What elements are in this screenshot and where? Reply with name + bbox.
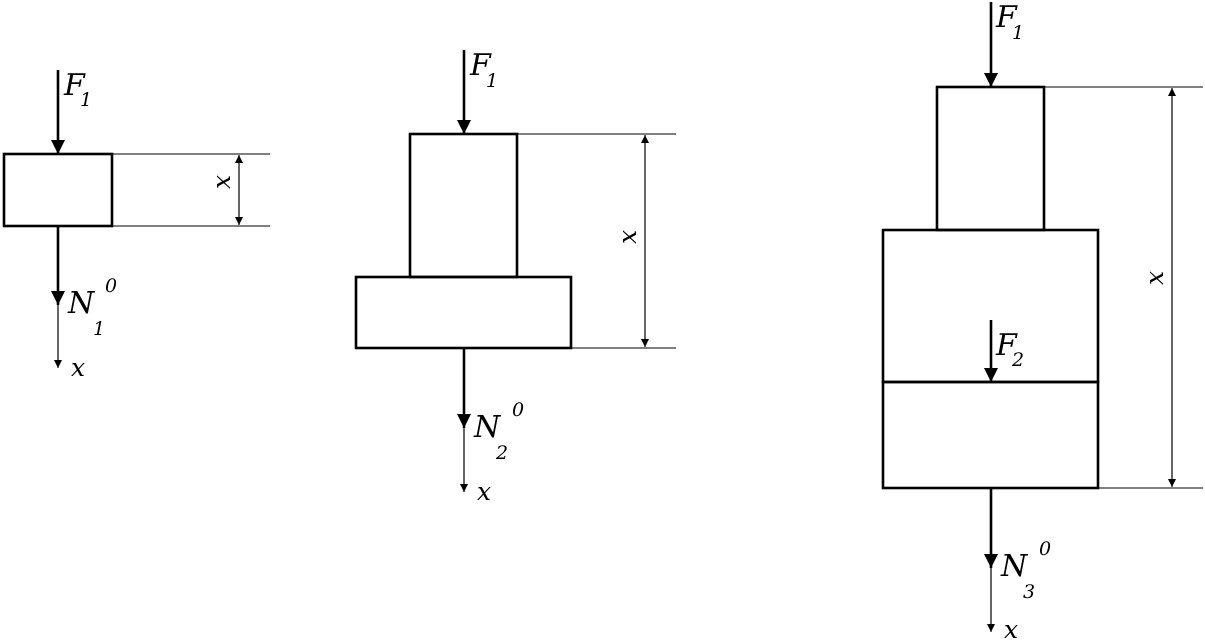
- dimension-x-label: x: [613, 230, 642, 244]
- axial-force-superscript: 0: [1039, 538, 1051, 560]
- axial-force-label: N: [67, 286, 96, 321]
- dimension-x-label: x: [1140, 271, 1169, 285]
- force-f1-subscript: 1: [80, 89, 92, 111]
- diagram-3: F 1 F 2 x N 0 3 x: [881, 0, 1203, 644]
- axis-x-label: x: [1004, 615, 1018, 644]
- force-f1-label: F: [63, 68, 86, 103]
- diagram-1: F 1 x N 0 1 x: [2, 68, 270, 382]
- axial-force-subscript: 3: [1023, 581, 1035, 603]
- force-f1-label: F: [469, 48, 492, 83]
- dimension-x-label: x: [207, 175, 236, 189]
- axial-force-subscript: 2: [495, 442, 508, 464]
- force-f2-subscript: 2: [1011, 349, 1024, 371]
- upper-block: [408, 132, 519, 279]
- force-f2-label: F: [995, 328, 1018, 363]
- force-f1-subscript: 1: [1012, 22, 1024, 44]
- diagram-2: F 1 x N 0 2 x: [354, 48, 676, 506]
- lower-block: [354, 275, 573, 350]
- axial-force-label: N: [473, 410, 502, 445]
- body-block: [2, 152, 114, 228]
- axial-force-label: N: [1000, 549, 1029, 584]
- axis-x-label: x: [477, 477, 491, 506]
- axial-force-superscript: 0: [512, 399, 524, 421]
- axis-x-label: x: [71, 353, 85, 382]
- lower-block: [881, 380, 1100, 490]
- axial-force-subscript: 1: [93, 318, 105, 340]
- axial-force-superscript: 0: [105, 275, 117, 297]
- force-f1-subscript: 1: [486, 70, 498, 92]
- force-f1-label: F: [995, 0, 1018, 35]
- upper-block: [935, 85, 1046, 232]
